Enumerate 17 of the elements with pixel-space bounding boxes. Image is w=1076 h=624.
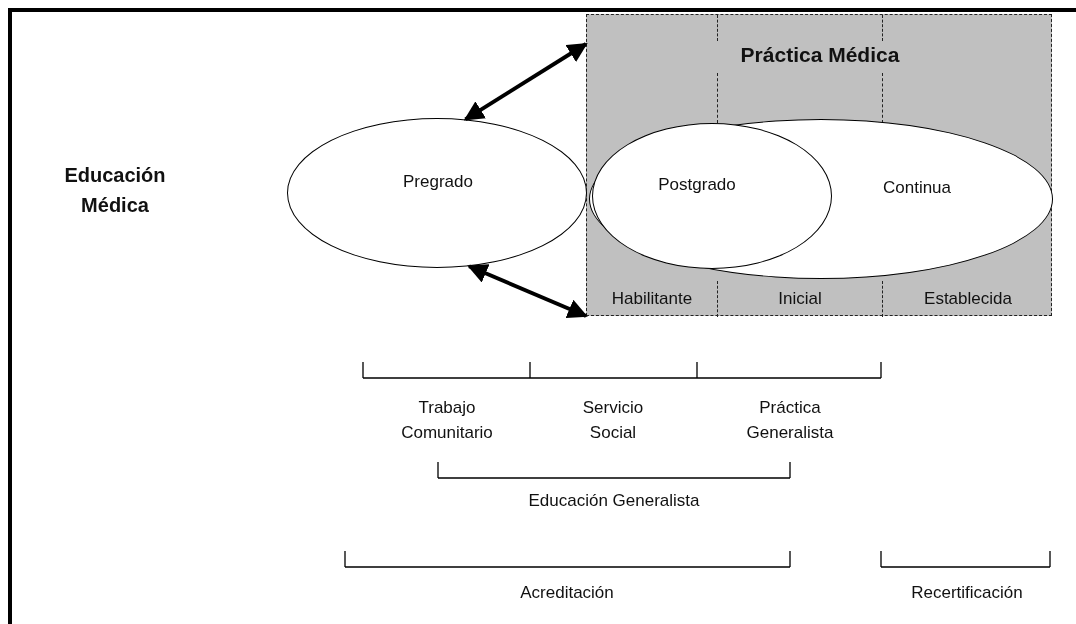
- bracket-label: Servicio Social: [581, 397, 645, 444]
- stage-label: Postgrado: [657, 175, 737, 195]
- practice-panel: [586, 14, 1052, 316]
- stage-label: Continua: [881, 178, 953, 198]
- stage-label: Pregrado: [402, 172, 474, 192]
- stage-column: Habilitante: [587, 281, 717, 317]
- bracket-label: Trabajo Comunitario: [400, 397, 494, 444]
- stage-column: Inicial: [717, 281, 882, 317]
- double-arrow: [463, 42, 588, 122]
- bracket-label: Práctica Generalista: [745, 397, 835, 444]
- bracket-label: Acreditación: [519, 582, 615, 604]
- stage-column: Establecida: [882, 281, 1053, 317]
- heading: Educación Médica: [63, 163, 167, 218]
- panel-title: Práctica Médica: [739, 43, 901, 67]
- bracket-label: Educación Generalista: [527, 490, 701, 512]
- double-arrow: [467, 264, 588, 319]
- bracket-label: Recertificación: [910, 582, 1024, 604]
